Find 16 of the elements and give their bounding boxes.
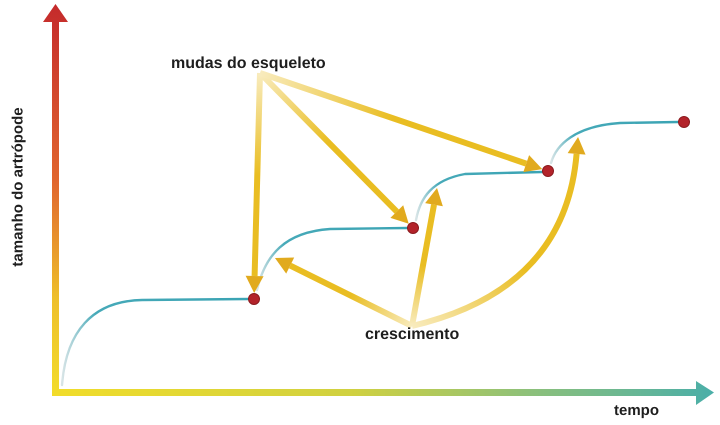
growth-curve xyxy=(256,226,408,292)
axis-title: tamanho do artrópode xyxy=(9,107,28,267)
arrow xyxy=(259,70,542,172)
point-marker xyxy=(542,165,554,177)
point-marker xyxy=(248,293,260,305)
growth-curve xyxy=(414,170,544,222)
point-marker xyxy=(678,116,690,128)
point-marker xyxy=(407,222,419,234)
annotation-label: crescimento xyxy=(365,325,460,344)
growth-curve xyxy=(60,298,250,386)
arrow xyxy=(274,258,414,329)
growth-curve xyxy=(550,120,680,164)
annotation-label: mudas do esqueleto xyxy=(171,54,326,73)
arrow xyxy=(411,137,586,329)
arrow xyxy=(246,72,264,293)
axis-title: tempo xyxy=(614,402,659,420)
